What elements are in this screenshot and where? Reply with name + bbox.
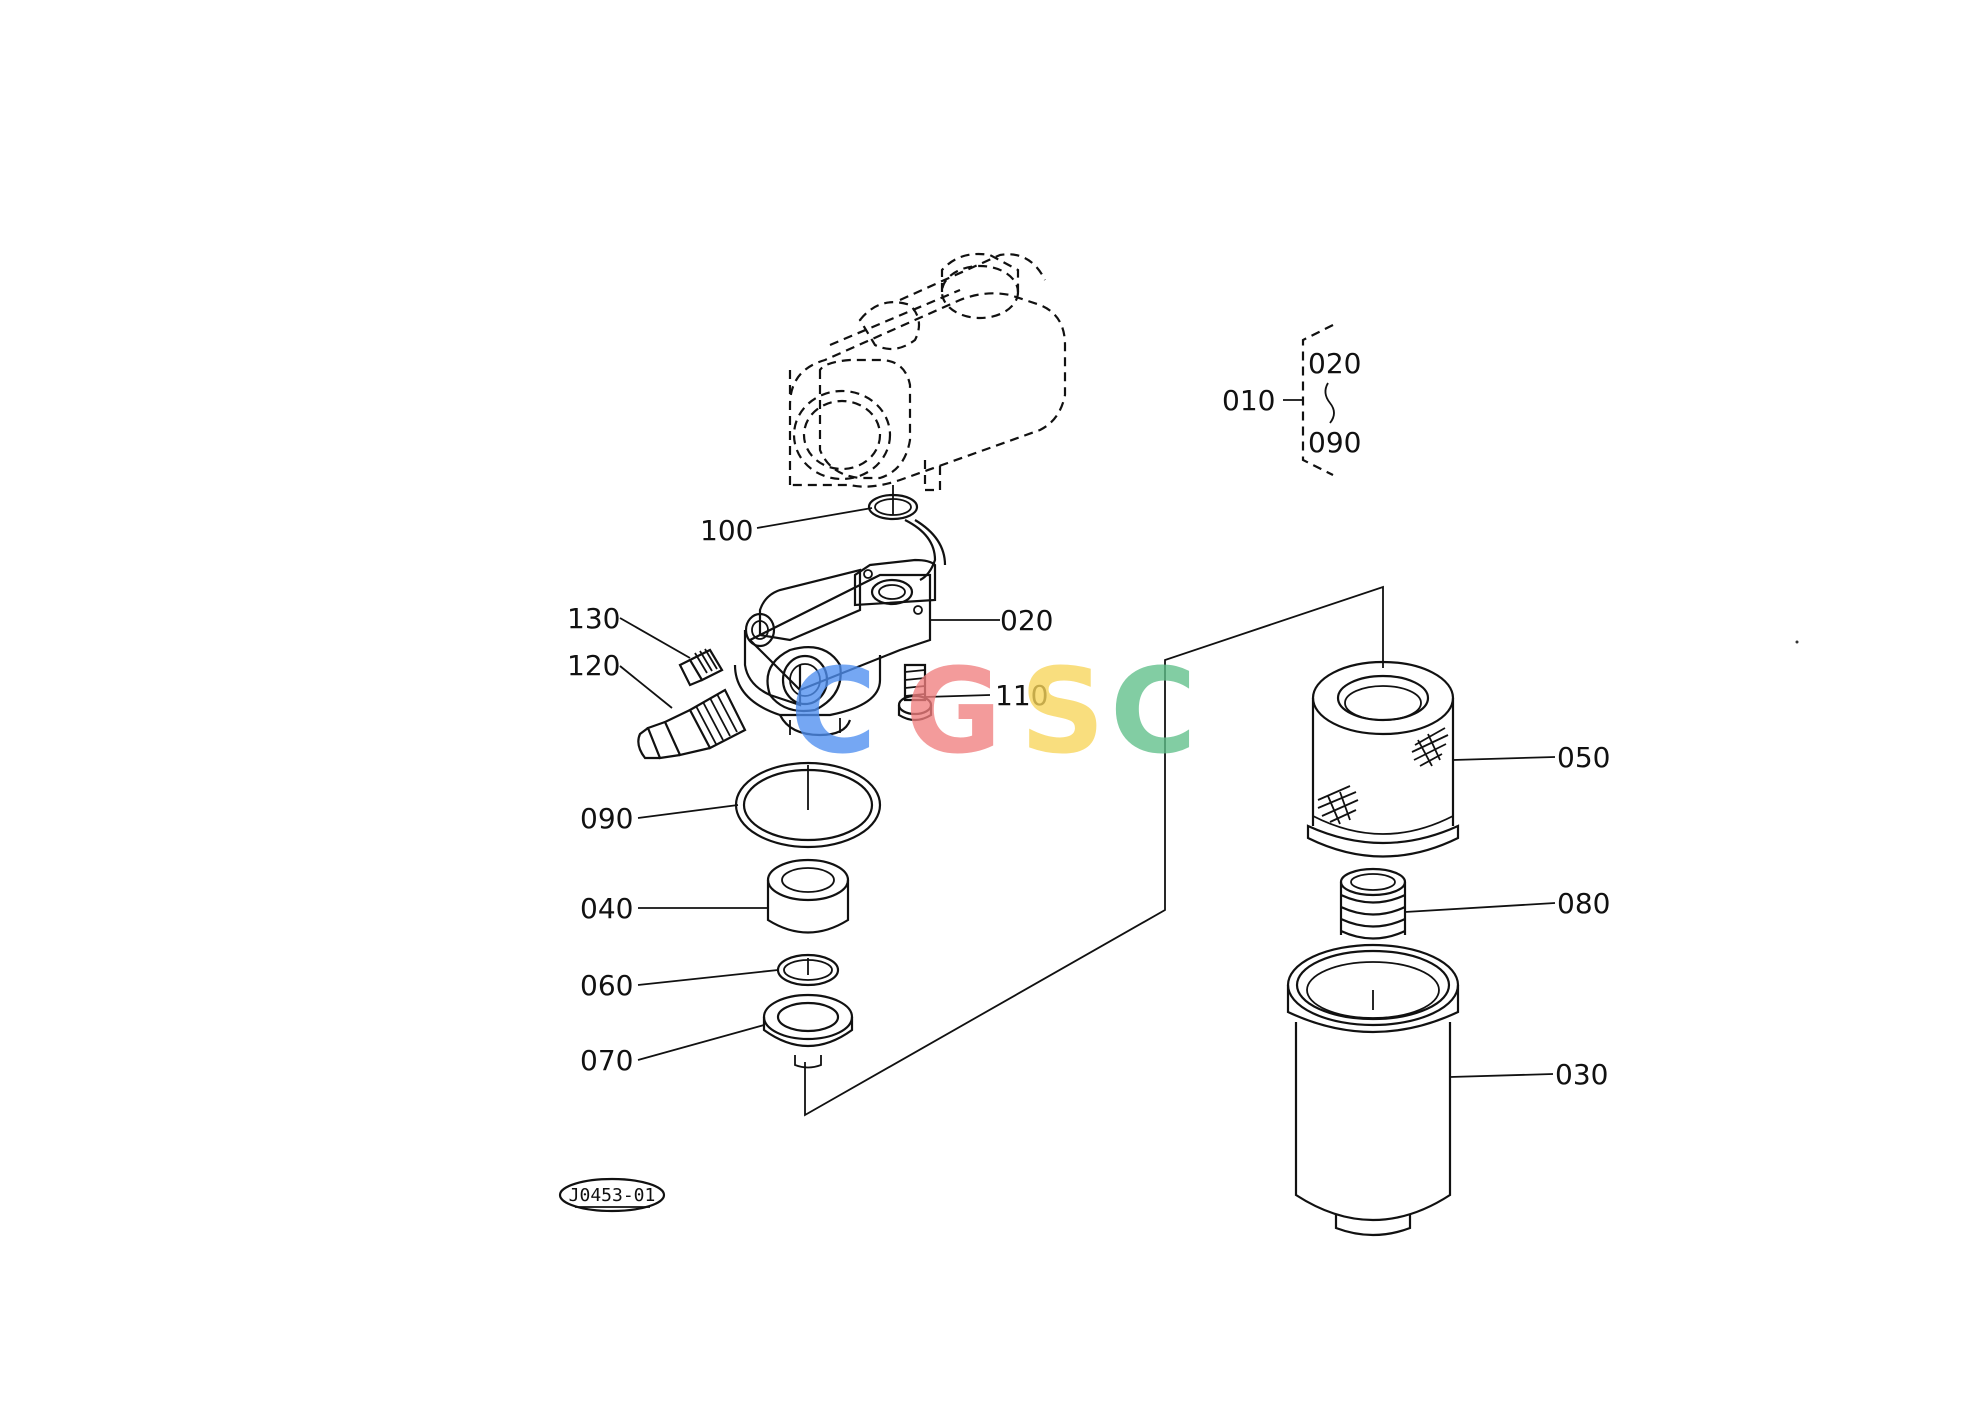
fitting-120: [637, 688, 747, 760]
explode-line: [804, 585, 1384, 1117]
callout-130: 130: [567, 602, 620, 635]
callout-030: 030: [1555, 1058, 1608, 1091]
assembly-label: 010: [1222, 384, 1275, 417]
bushing-040: [766, 858, 850, 934]
watermark-letter-s: S: [1020, 642, 1105, 780]
watermark-letter-c1: C: [790, 642, 877, 780]
watermark-letter-c2: C: [1110, 642, 1197, 780]
bolt-110: [897, 663, 933, 722]
callout-040: 040: [580, 892, 633, 925]
callout-080: 080: [1557, 887, 1610, 920]
callout-090: 090: [580, 802, 633, 835]
watermark-logo: C G S C: [790, 642, 1197, 780]
assembly-range-start: 020: [1308, 347, 1361, 380]
filter-head-020: [733, 519, 947, 737]
o-ring-100: [867, 485, 919, 521]
assembly-bracket: [1283, 324, 1335, 476]
reference-code: J0453-01: [569, 1185, 656, 1206]
filter-bowl-030: [1286, 943, 1460, 1237]
callout-100: 100: [700, 514, 753, 547]
assembly-range-end: 090: [1308, 426, 1361, 459]
leader-lines: [619, 507, 1556, 1078]
o-ring-060: [776, 953, 840, 987]
spring-080: [1339, 867, 1407, 940]
reference-code-badge: J0453-01: [558, 1177, 666, 1213]
callout-070: 070: [580, 1044, 633, 1077]
pump-body: [788, 252, 1067, 492]
callout-020: 020: [1000, 604, 1053, 637]
stray-dot: [1795, 640, 1799, 644]
plug-130: [678, 648, 724, 687]
callout-labels: 100 130 120 020 110 090 040 060 070 050 …: [567, 347, 1610, 1091]
callout-110: 110: [995, 679, 1048, 712]
washer-070: [762, 993, 854, 1069]
callout-120: 120: [567, 649, 620, 682]
watermark-letter-g: G: [905, 642, 1002, 780]
filter-element-050: [1306, 660, 1460, 858]
callout-060: 060: [580, 969, 633, 1002]
callout-050: 050: [1557, 741, 1610, 774]
